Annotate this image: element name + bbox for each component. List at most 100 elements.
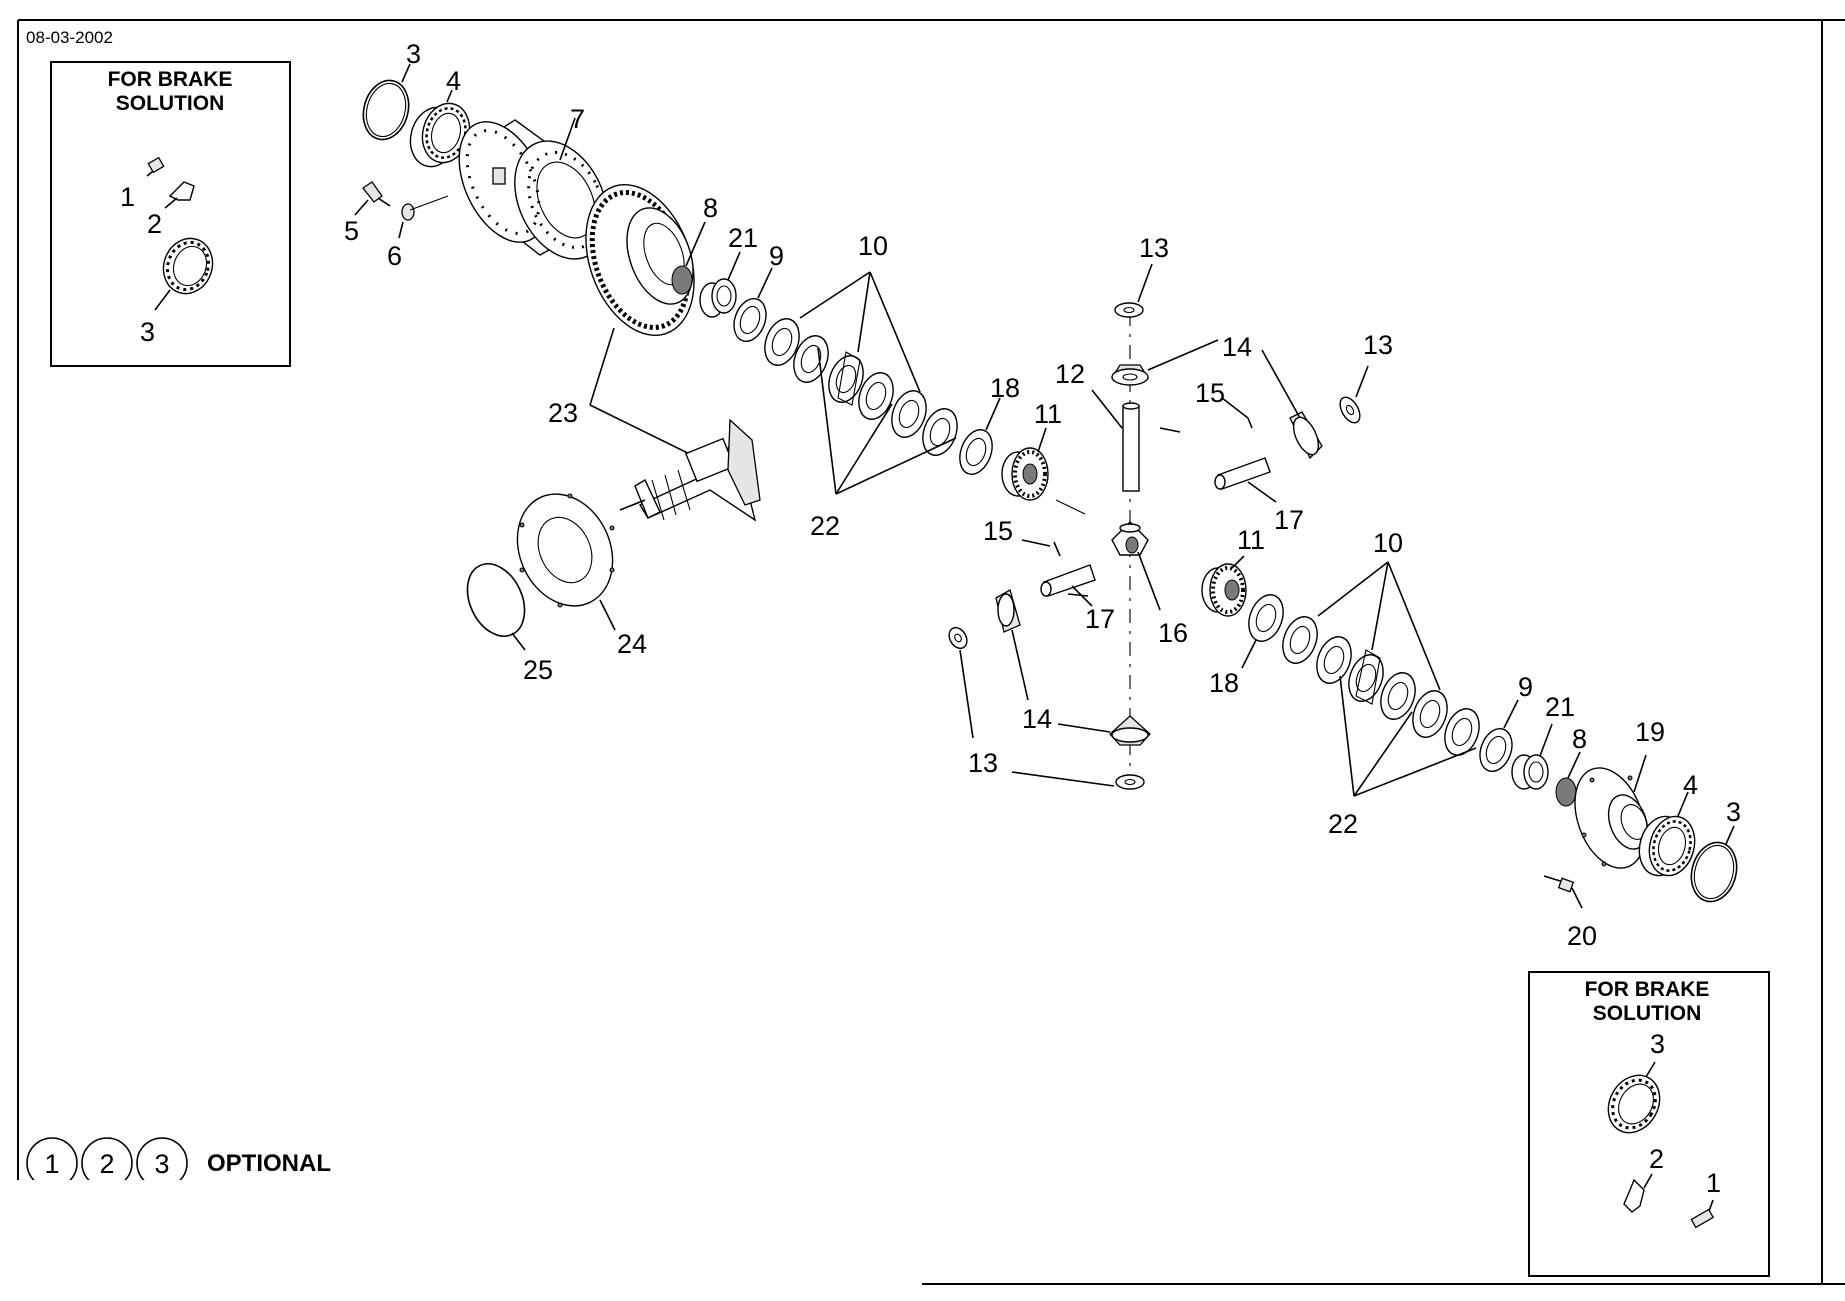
- o-ring-part-3: [362, 63, 411, 141]
- callout-14-lower-left: 14: [1022, 704, 1052, 734]
- callout-16: 16: [1158, 618, 1188, 648]
- callout-19: 19: [1635, 717, 1665, 747]
- pinion-shaft-assembly: [619, 418, 761, 522]
- callout-11-lower: 11: [1237, 525, 1265, 555]
- spider-pinion-part-14-left: [995, 589, 1029, 701]
- optional-circle-1: 1: [44, 1149, 59, 1179]
- spider-pinion-part-14-top: [1111, 339, 1219, 386]
- callout-17-top: 17: [1274, 505, 1304, 535]
- tone-ring-icon: [1607, 1061, 1661, 1134]
- callout-15-lower: 15: [983, 516, 1013, 546]
- o-ring-part-25: [466, 563, 526, 651]
- callout-18-top: 18: [990, 373, 1020, 403]
- washer-part-6: [398, 195, 449, 239]
- callout-24: 24: [617, 629, 647, 659]
- clutch-disc-stack-lower: [1282, 561, 1480, 797]
- optional-label: OPTIONAL: [207, 1150, 331, 1177]
- brake-solution-box-left: FOR BRAKE SOLUTION 1 2 3: [50, 61, 291, 367]
- brake-box-left-title-2: SOLUTION: [116, 92, 225, 115]
- brake-box-right-title-1: FOR BRAKE: [1585, 978, 1710, 1001]
- side-gear-part-11-lower: [1201, 555, 1247, 617]
- callout-10-top: 10: [858, 231, 888, 261]
- bearing-part-4: [409, 89, 471, 168]
- callout-6: 6: [387, 241, 402, 271]
- screw-icon: [146, 156, 165, 177]
- brake-box-right-title-2: SOLUTION: [1593, 1002, 1702, 1025]
- differential-housing-part-7: [458, 117, 608, 260]
- thrust-washer-part-13-bottom: [1011, 771, 1145, 790]
- brake-left-callout-3: 3: [140, 317, 155, 347]
- pin-part-17-top: [1214, 457, 1277, 503]
- callout-13-lower-left: 13: [968, 748, 998, 778]
- brake-box-left-title-1: FOR BRAKE: [108, 68, 233, 91]
- hub-flange-part-19: [1574, 754, 1649, 869]
- thrust-washer-part-18-top: [959, 397, 1001, 475]
- callout-13-right: 13: [1363, 330, 1393, 360]
- thrust-washer-part-9: [733, 267, 773, 343]
- brake-right-callout-1: 1: [1706, 1168, 1721, 1198]
- drawing-date: 08-03-2002: [26, 28, 113, 47]
- callout-8-top: 8: [703, 193, 718, 223]
- tone-ring-icon: [154, 237, 214, 311]
- pin-part-15-lower: [1021, 539, 1061, 557]
- callout-17-lower: 17: [1085, 604, 1115, 634]
- spider-pinion-part-14-bottom: [1057, 715, 1151, 746]
- callout-4-top: 4: [446, 66, 461, 96]
- side-gear-part-11-top: [1001, 427, 1086, 515]
- pinion-part-8: [671, 221, 706, 295]
- pin-part-15-top: [1159, 397, 1253, 433]
- screw-icon: [1690, 1199, 1715, 1229]
- callout-18-lower: 18: [1209, 668, 1239, 698]
- callout-7: 7: [570, 104, 585, 134]
- bushing-part-21-lower: [1511, 723, 1553, 790]
- thrust-washer-part-18-lower: [1241, 594, 1284, 669]
- thrust-washer-part-9-lower: [1479, 699, 1519, 773]
- callout-20: 20: [1567, 921, 1597, 951]
- brake-left-callout-1: 1: [120, 182, 135, 212]
- brake-right-callout-3: 3: [1650, 1029, 1665, 1059]
- pin-part-17-lower: [1040, 564, 1096, 607]
- ring-gear-part-23: [585, 184, 703, 461]
- thrust-washer-part-13-top: [1114, 263, 1153, 318]
- clutch-disc-stack-top: [764, 271, 958, 495]
- brake-right-callout-2: 2: [1649, 1144, 1664, 1174]
- callout-21-top: 21: [728, 223, 758, 253]
- o-ring-part-3-lower: [1690, 825, 1738, 903]
- callout-25: 25: [523, 655, 553, 685]
- callout-8-lower: 8: [1572, 724, 1587, 754]
- callout-14-top: 14: [1222, 332, 1252, 362]
- callout-3-lower: 3: [1726, 797, 1741, 827]
- brake-solution-box-right: FOR BRAKE SOLUTION 3 2 1: [1528, 971, 1770, 1277]
- callout-9-top: 9: [769, 241, 784, 271]
- callout-22-lower: 22: [1328, 809, 1358, 839]
- callout-3-top: 3: [406, 39, 421, 69]
- cross-shaft-part-12: [1091, 389, 1140, 492]
- bolt-part-5: [354, 181, 391, 216]
- bearing-part-4-lower: [1638, 791, 1696, 877]
- optional-circle-2: 2: [99, 1149, 114, 1179]
- callout-15-top: 15: [1195, 378, 1225, 408]
- callout-9-lower: 9: [1518, 672, 1533, 702]
- spider-pinion-part-14-right: [1261, 349, 1323, 460]
- thrust-washer-part-13-left: [948, 626, 974, 739]
- thrust-washer-part-13-right: [1339, 365, 1369, 424]
- bracket-icon: [1623, 1173, 1653, 1213]
- bracket-icon: [164, 181, 195, 209]
- drawing-frame: [17, 19, 1845, 1285]
- spider-cross-part-16: [1111, 521, 1161, 611]
- brake-left-callout-2: 2: [147, 209, 162, 239]
- gasket-part-24: [516, 493, 616, 631]
- bolt-part-20: [1543, 875, 1583, 909]
- callout-4-lower: 4: [1683, 770, 1698, 800]
- callout-13-top: 13: [1139, 233, 1169, 263]
- callout-12: 12: [1055, 359, 1085, 389]
- bushing-part-21: [699, 251, 741, 318]
- callout-23: 23: [548, 398, 578, 428]
- optional-legend: 1 2 3 OPTIONAL: [0, 1137, 331, 1301]
- callout-22-top: 22: [810, 511, 840, 541]
- callout-10-lower: 10: [1373, 528, 1403, 558]
- optional-circle-3: 3: [154, 1149, 169, 1179]
- callout-11-top: 11: [1034, 399, 1062, 429]
- callout-21-lower: 21: [1545, 692, 1575, 722]
